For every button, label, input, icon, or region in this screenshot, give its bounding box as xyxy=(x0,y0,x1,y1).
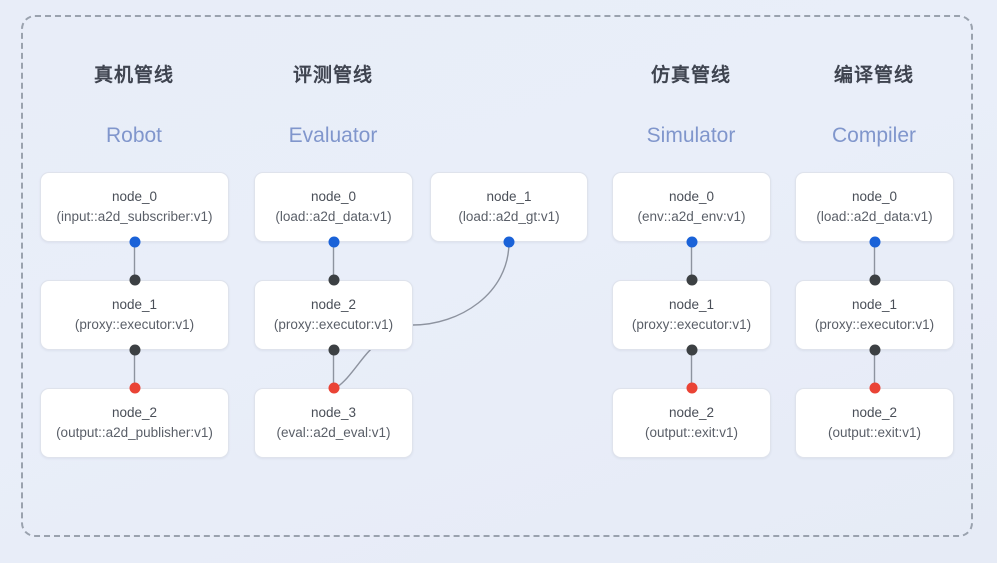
port-black-bottom[interactable] xyxy=(129,344,140,356)
port-black-top[interactable] xyxy=(686,274,697,286)
port-blue-bottom[interactable] xyxy=(869,236,880,248)
port-black-bottom[interactable] xyxy=(328,344,339,356)
node-type: (eval::a2d_eval:v1) xyxy=(276,425,391,440)
column-subtitle-robot: Robot xyxy=(105,124,163,147)
node-name: node_2 xyxy=(851,405,898,421)
node-type: (output::a2d_publisher:v1) xyxy=(56,425,213,440)
port-black-bottom[interactable] xyxy=(686,344,697,356)
node-type: (input::a2d_subscriber:v1) xyxy=(56,209,213,224)
port-blue-bottom[interactable] xyxy=(686,236,697,248)
node-type: (output::exit:v1) xyxy=(827,425,922,440)
node-name: node_0 xyxy=(851,189,898,205)
port-blue-bottom[interactable] xyxy=(129,236,140,248)
node-box-node-1-2[interactable]: node_1(proxy::executor:v1) xyxy=(612,280,771,350)
node-type: (env::a2d_env:v1) xyxy=(637,209,746,224)
node-box-node-3-1[interactable]: node_3(eval::a2d_eval:v1) xyxy=(254,388,413,458)
node-name: node_3 xyxy=(310,405,357,421)
node-box-node-0-0[interactable]: node_0(input::a2d_subscriber:v1) xyxy=(40,172,229,242)
port-black-top[interactable] xyxy=(328,274,339,286)
port-red-top[interactable] xyxy=(129,382,140,394)
column-subtitle-evaluator: Evaluator xyxy=(288,124,378,147)
node-name: node_0 xyxy=(310,189,357,205)
port-blue-bottom[interactable] xyxy=(503,236,515,248)
column-title-evaluator: 评测管线 xyxy=(292,65,374,86)
node-name: node_1 xyxy=(111,297,158,313)
node-box-node-2-1[interactable]: node_2(proxy::executor:v1) xyxy=(254,280,413,350)
node-box-node-0-3[interactable]: node_0(load::a2d_data:v1) xyxy=(795,172,954,242)
node-name: node_1 xyxy=(668,297,715,313)
node-name: node_1 xyxy=(486,189,532,205)
port-black-top[interactable] xyxy=(869,274,880,286)
port-red-top[interactable] xyxy=(328,382,339,394)
node-box-node-2-2[interactable]: node_2(output::exit:v1) xyxy=(612,388,771,458)
node-type: (proxy::executor:v1) xyxy=(814,317,935,332)
node-name: node_0 xyxy=(111,189,158,205)
port-blue-bottom[interactable] xyxy=(328,236,339,248)
column-title-simulator: 仿真管线 xyxy=(650,65,732,86)
column-subtitle-compiler: Compiler xyxy=(831,124,917,147)
node-type: (load::a2d_data:v1) xyxy=(275,209,392,224)
port-black-top[interactable] xyxy=(129,274,140,286)
node-name: node_0 xyxy=(668,189,715,205)
node-type: (proxy::executor:v1) xyxy=(631,317,752,332)
node-box-node-2-3[interactable]: node_2(output::exit:v1) xyxy=(795,388,954,458)
node-type: (load::a2d_gt:v1) xyxy=(458,209,560,224)
node-box-node-1-3[interactable]: node_1(proxy::executor:v1) xyxy=(795,280,954,350)
port-red-top[interactable] xyxy=(686,382,697,394)
node-box-node-0-2[interactable]: node_0(env::a2d_env:v1) xyxy=(612,172,771,242)
node-type: (output::exit:v1) xyxy=(644,425,739,440)
node-box-node-1-0[interactable]: node_1(proxy::executor:v1) xyxy=(40,280,229,350)
port-black-bottom[interactable] xyxy=(869,344,880,356)
node-name: node_2 xyxy=(310,297,357,313)
node-type: (proxy::executor:v1) xyxy=(273,317,394,332)
node-type: (proxy::executor:v1) xyxy=(74,317,195,332)
pipeline-group-frame xyxy=(21,15,973,537)
port-red-top[interactable] xyxy=(869,382,880,394)
column-subtitle-simulator: Simulator xyxy=(646,124,736,147)
node-type: (load::a2d_data:v1) xyxy=(816,209,933,224)
node-name: node_2 xyxy=(111,405,158,421)
node-name: node_1 xyxy=(851,297,898,313)
column-title-compiler: 编译管线 xyxy=(833,65,915,86)
node-box-node-2-0[interactable]: node_2(output::a2d_publisher:v1) xyxy=(40,388,229,458)
column-title-robot: 真机管线 xyxy=(93,65,175,86)
node-name: node_2 xyxy=(668,405,715,421)
node-box-node-1-1[interactable]: node_1(load::a2d_gt:v1) xyxy=(430,172,588,242)
node-box-node-0-1[interactable]: node_0(load::a2d_data:v1) xyxy=(254,172,413,242)
